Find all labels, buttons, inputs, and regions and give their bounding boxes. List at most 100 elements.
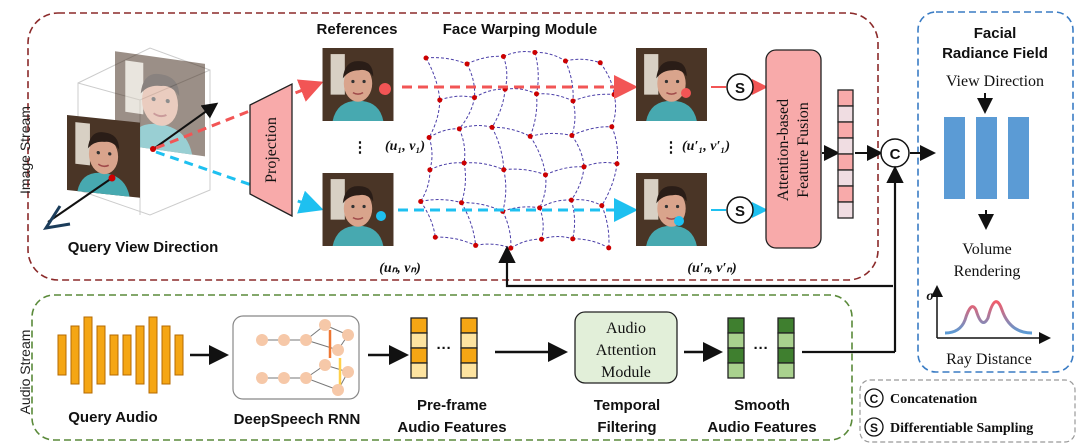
grid-line (459, 125, 493, 130)
references-title: References (317, 21, 398, 38)
grid-line (491, 127, 505, 170)
control-point (471, 95, 477, 101)
ellipsis-dots: ⋮ (353, 139, 368, 156)
face-warping-title: Face Warping Module (443, 21, 597, 38)
ellipsis-dots: ··· (754, 340, 769, 357)
preframe-label-2: Audio Features (397, 419, 506, 436)
smooth-audio-features (727, 317, 795, 379)
control-point (542, 172, 548, 178)
sigma-label: σ (926, 289, 934, 304)
grid-line (570, 199, 576, 239)
frf-title-1: Facial (974, 25, 1017, 42)
feature-cell (777, 332, 795, 349)
grid-line (571, 199, 603, 207)
fusion-label-1: Attention-based (775, 99, 792, 201)
grid-line (461, 162, 466, 203)
grid-line (461, 202, 503, 212)
grid-line (425, 57, 468, 65)
control-point (500, 53, 506, 59)
rnn-node (300, 334, 312, 346)
feature-cell (777, 347, 795, 364)
control-point (570, 98, 576, 104)
deepspeech-rnn-block (232, 315, 360, 400)
feature-cell (460, 347, 478, 364)
grid-line (541, 236, 573, 240)
svg-text:C: C (890, 146, 901, 163)
rnn-node (256, 372, 268, 384)
feature-cell (410, 317, 428, 334)
grid-line (510, 238, 542, 249)
control-point (473, 242, 479, 248)
feature-fusion-block (765, 49, 822, 249)
control-point (599, 203, 605, 209)
warping-grid (418, 49, 620, 251)
legend-concatenation: C Concatenation (864, 388, 977, 408)
grid-line (539, 207, 544, 240)
control-point (418, 198, 424, 204)
grid-line (583, 162, 618, 168)
legend-box (859, 379, 1076, 443)
grid-line (572, 93, 615, 102)
grid-line (565, 60, 574, 102)
coord-1: (u₁, v₁) (385, 139, 425, 154)
grid-line (504, 88, 537, 95)
control-point (437, 97, 443, 103)
temporal-label-2: Filtering (597, 419, 656, 436)
feature-cell (837, 121, 854, 139)
svg-text:S: S (870, 421, 878, 435)
grid-line (599, 62, 615, 95)
grid-line (536, 93, 574, 102)
grid-line (539, 199, 572, 209)
feature-cell (727, 347, 745, 364)
projection-label: Projection (263, 117, 280, 183)
feature-cell (837, 169, 854, 187)
rendering-label: Rendering (954, 263, 1021, 280)
grid-line (601, 205, 610, 248)
control-point (534, 91, 540, 97)
grid-line (428, 100, 441, 138)
audio-bar (57, 334, 67, 376)
grid-line (466, 63, 476, 98)
sampling-node-n: S (726, 196, 754, 224)
feature-cell (460, 317, 478, 334)
grid-line (503, 168, 546, 176)
coord-n-warped: (u′ₙ, v′ₙ) (687, 261, 736, 276)
feature-cell (727, 362, 745, 379)
svg-text:Differentiable Sampling: Differentiable Sampling (890, 421, 1033, 436)
grid-line (492, 126, 531, 137)
svg-text:Concatenation: Concatenation (890, 392, 977, 407)
warped-image-n (636, 173, 707, 246)
mlp-layer-2 (976, 117, 997, 199)
grid-line (420, 201, 436, 238)
control-point (562, 58, 568, 64)
control-point (501, 167, 507, 173)
feature-cell (837, 153, 854, 171)
grid-line (428, 128, 460, 138)
feature-cell (410, 362, 428, 379)
volume-label: Volume (962, 241, 1011, 258)
temporal-label-1: Temporal (594, 397, 660, 414)
rnn-node (300, 372, 312, 384)
control-point (432, 234, 438, 240)
rnn-node (278, 372, 290, 384)
reference-image-n (322, 173, 394, 246)
grid-line (435, 236, 476, 246)
audio-attention-module (574, 311, 678, 384)
grid-line (458, 97, 475, 130)
control-point (423, 55, 429, 61)
projection-plane (249, 82, 293, 218)
query-view-direction-label: Query View Direction (68, 239, 219, 256)
control-point (609, 124, 615, 130)
grid-line (539, 174, 547, 209)
grid-line (425, 57, 441, 101)
grid-line (502, 169, 507, 212)
coord-1-warped: (u′₁, v′₁) (682, 139, 730, 154)
grid-line (429, 162, 465, 171)
audio-bar (96, 325, 106, 385)
grid-line (475, 243, 511, 249)
grid-line (565, 58, 601, 64)
grid-line (502, 211, 512, 249)
feature-cell (410, 347, 428, 364)
grid-line (611, 94, 617, 127)
rnn-node (256, 334, 268, 346)
